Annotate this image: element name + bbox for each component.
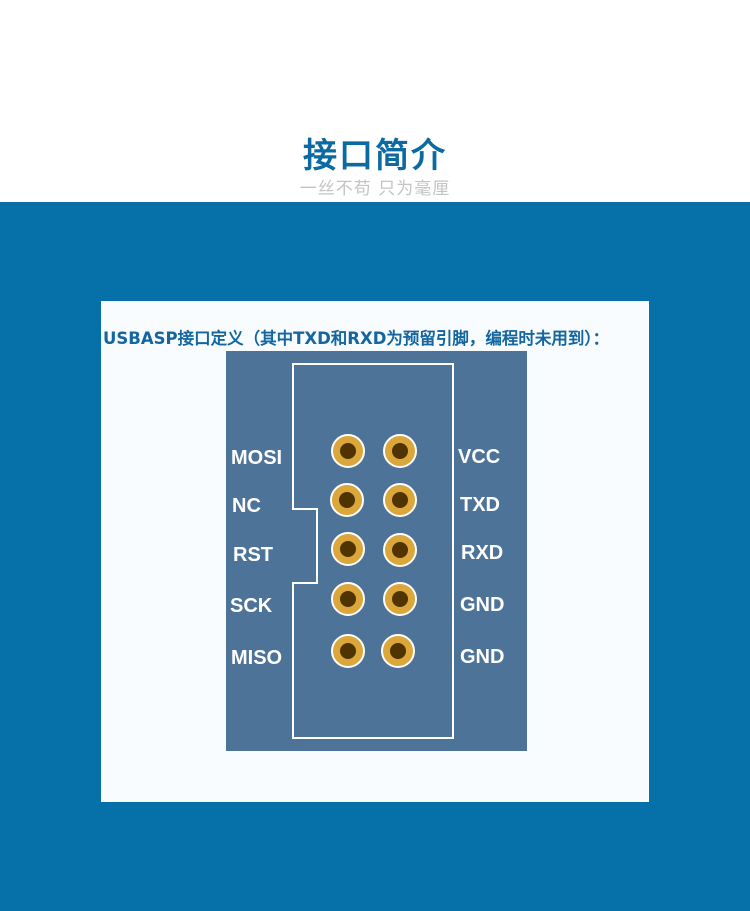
interface-caption: USBASP接口定义（其中TXD和RXD为预留引脚，编程时未用到）： <box>103 329 610 348</box>
pin-5 <box>331 532 365 566</box>
label-rst: RST <box>233 544 273 566</box>
pin-3 <box>330 483 364 517</box>
pin-10 <box>381 634 415 668</box>
label-gnd-2: GND <box>460 646 505 668</box>
label-miso: MISO <box>231 647 283 669</box>
pin-4 <box>383 483 417 517</box>
label-nc: NC <box>232 495 261 517</box>
pin-2 <box>383 434 417 468</box>
page-subtitle: 一丝不苟 只为毫厘 <box>299 179 451 199</box>
interface-card: USBASP接口定义（其中TXD和RXD为预留引脚，编程时未用到）： MOSI … <box>101 301 649 802</box>
pin-7 <box>331 582 365 616</box>
label-sck: SCK <box>230 595 273 617</box>
label-gnd-1: GND <box>460 594 505 616</box>
header-section: 接口简介 一丝不苟 只为毫厘 <box>0 0 750 202</box>
label-rxd: RXD <box>461 542 504 564</box>
pin-9 <box>331 634 365 668</box>
pin-6 <box>383 533 417 567</box>
pin-1 <box>331 434 365 468</box>
pin-8 <box>383 582 417 616</box>
page-title: 接口简介 <box>303 136 447 176</box>
label-txd: TXD <box>460 494 500 516</box>
connector-key-notch <box>292 508 318 584</box>
label-vcc: VCC <box>458 446 501 468</box>
pinout-board: MOSI NC RST SCK MISO VCC TXD RXD GND GND <box>226 351 527 751</box>
label-mosi: MOSI <box>231 447 283 469</box>
